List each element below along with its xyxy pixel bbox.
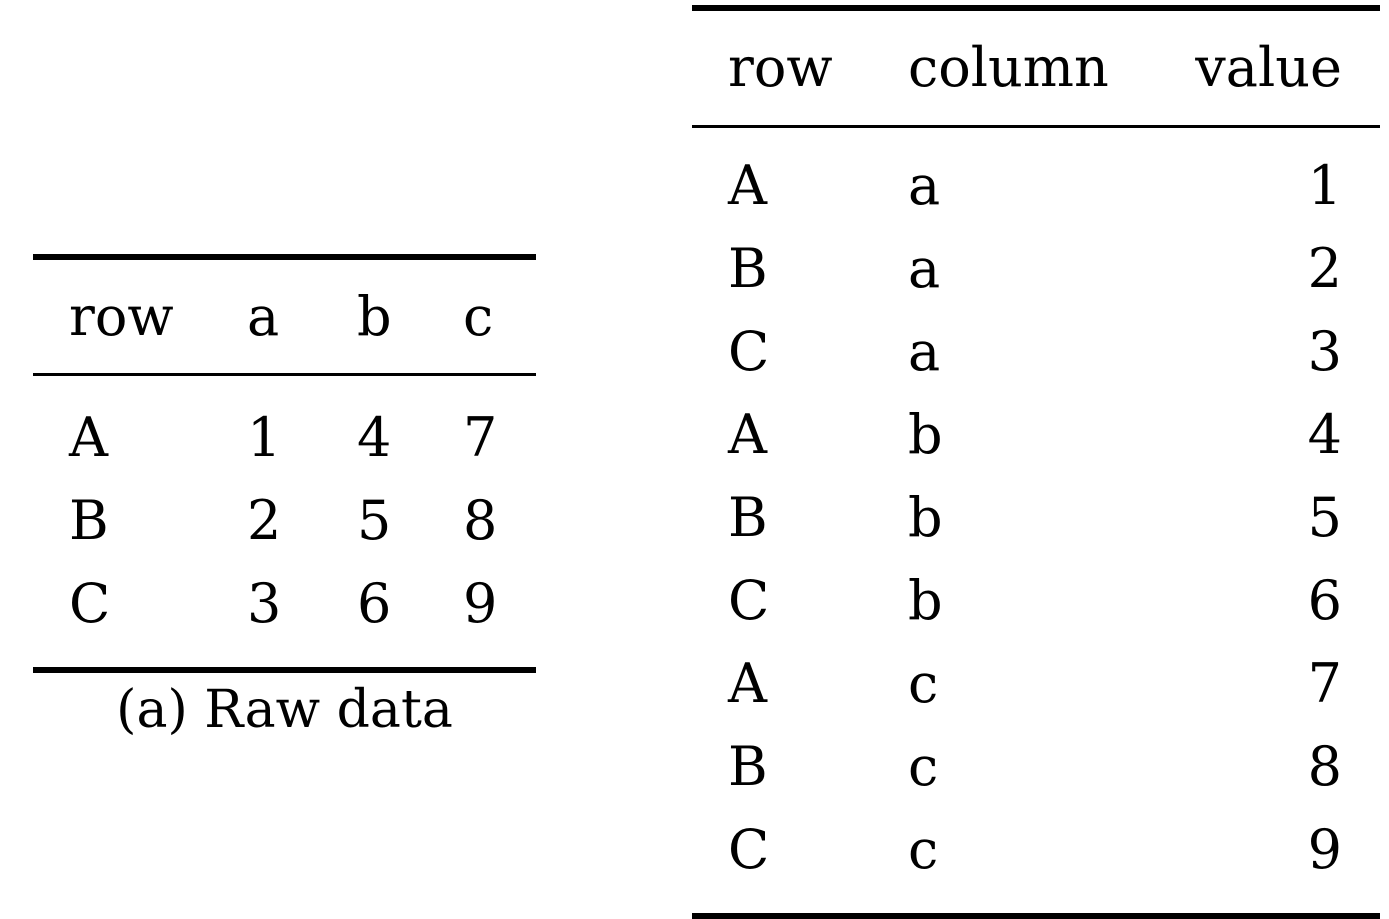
table-header-row: row a b c xyxy=(33,257,536,375)
header-cell: value xyxy=(1195,36,1342,99)
header-cell: c xyxy=(463,284,494,348)
table-cell: a xyxy=(908,236,941,300)
table-cell: 5 xyxy=(357,488,392,552)
header-cell: b xyxy=(357,284,392,348)
table-row: B b 5 xyxy=(692,476,1380,559)
table-cell: B xyxy=(728,236,768,300)
table-cell: 7 xyxy=(463,405,498,469)
table-cell: c xyxy=(908,734,939,798)
header-cell: a xyxy=(247,284,280,348)
table-cell: 1 xyxy=(1307,153,1342,217)
table-cell: C xyxy=(728,568,770,632)
table-cell: a xyxy=(908,319,941,383)
table-cell: 2 xyxy=(247,488,282,552)
table-cell: C xyxy=(728,817,770,881)
table-row: B c 8 xyxy=(692,725,1380,808)
table-cell: B xyxy=(728,734,768,798)
table-cell: 3 xyxy=(247,571,282,635)
table-cell: c xyxy=(908,817,939,881)
table-row: B a 2 xyxy=(692,227,1380,310)
header-cell: row xyxy=(69,284,174,348)
table-cell: b xyxy=(908,568,943,632)
table-cell: A xyxy=(728,651,767,715)
table-cell: A xyxy=(728,153,767,217)
table-cell: A xyxy=(728,402,767,466)
table-cell: b xyxy=(908,485,943,549)
table-cell: 8 xyxy=(463,488,498,552)
table-cell: 5 xyxy=(1307,485,1342,549)
table-cell: 3 xyxy=(1307,319,1342,383)
table-cell: 9 xyxy=(463,571,498,635)
table-header-row: row column value xyxy=(692,8,1380,127)
table-cell: 4 xyxy=(357,405,392,469)
table-cell: 6 xyxy=(357,571,392,635)
table-cell: 9 xyxy=(1307,817,1342,881)
table-cell: 2 xyxy=(1307,236,1342,300)
table-cell: 7 xyxy=(1307,651,1342,715)
table-row: C a 3 xyxy=(692,310,1380,393)
header-cell: row xyxy=(728,36,833,99)
table-row: C 3 6 9 xyxy=(33,562,536,670)
table-cell: 1 xyxy=(247,405,282,469)
table-row: A 1 4 7 xyxy=(33,375,536,480)
table-cell: a xyxy=(908,153,941,217)
table-caption: (a) Raw data xyxy=(116,680,453,740)
table-row: C b 6 xyxy=(692,559,1380,642)
long-format-table: row column value A a 1 B a 2 C a 3 A b 4… xyxy=(692,5,1380,919)
table-cell: 8 xyxy=(1307,734,1342,798)
table-row: A c 7 xyxy=(692,642,1380,725)
raw-data-table: row a b c A 1 4 7 B 2 5 8 C 3 6 9 xyxy=(33,254,536,673)
table-cell: C xyxy=(728,319,770,383)
table-cell: 6 xyxy=(1307,568,1342,632)
table-row: C c 9 xyxy=(692,808,1380,916)
table-cell: c xyxy=(908,651,939,715)
table-row: A b 4 xyxy=(692,393,1380,476)
table-row: B 2 5 8 xyxy=(33,479,536,562)
table-cell: 4 xyxy=(1307,402,1342,466)
table-cell: B xyxy=(728,485,768,549)
table-cell: C xyxy=(69,571,111,635)
table-cell: b xyxy=(908,402,943,466)
table-cell: B xyxy=(69,488,109,552)
table-cell: A xyxy=(69,405,108,469)
header-cell: column xyxy=(908,36,1109,99)
table-row: A a 1 xyxy=(692,127,1380,228)
